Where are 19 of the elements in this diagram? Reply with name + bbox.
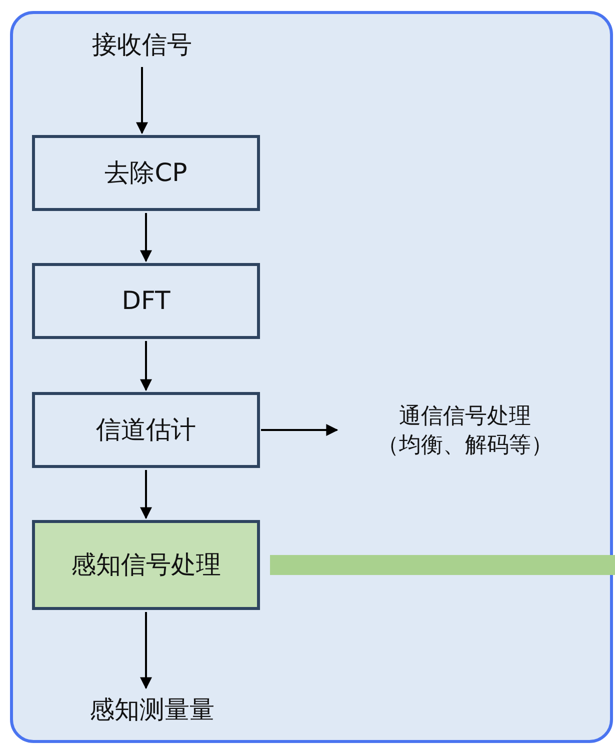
box-label: DFT [122,285,170,317]
arrow [140,213,152,262]
text-label: 感知测量量 [90,694,214,726]
box-label: 信道估计 [96,414,196,446]
arrow [140,341,152,392]
arrow [140,470,152,520]
process-box [32,392,260,468]
text-label: 接收信号 [92,29,192,61]
box-label: 感知信号处理 [71,549,221,581]
highlighted-process-box [32,520,260,610]
process-box [32,135,260,211]
connector-bar [270,555,615,575]
box-label: 去除CP [104,157,188,189]
process-box [32,263,260,339]
text-label: （均衡、解码等） [377,432,553,460]
arrow [140,612,152,690]
arrow [261,424,338,436]
arrow [136,67,148,134]
text-label: 通信信号处理 [399,403,531,432]
